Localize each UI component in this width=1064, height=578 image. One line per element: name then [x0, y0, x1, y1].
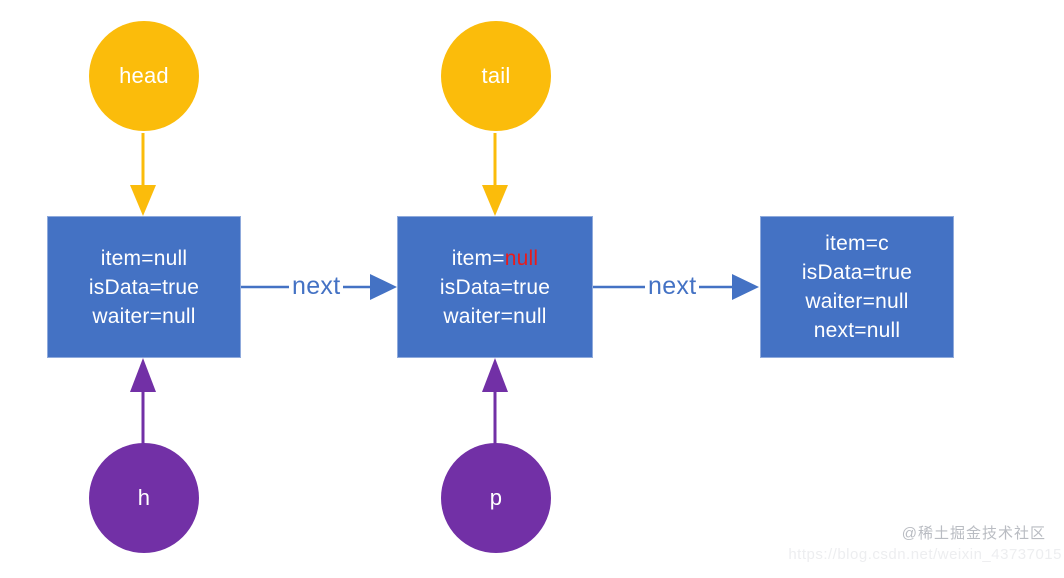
node-3-line-3: waiter=null: [805, 290, 909, 313]
node-3-line-4: next=null: [813, 319, 901, 342]
pointer-arrow-p: [482, 358, 508, 455]
pointer-circle-h-label: h: [137, 485, 151, 510]
node-2-line-2: isData=true: [439, 275, 551, 299]
node-2-line-1: item=null: [451, 246, 539, 270]
edge-label-next-1: next: [289, 274, 344, 299]
pointer-circle-tail-label: tail: [481, 63, 511, 88]
node-1-line-1: item=null: [100, 246, 188, 270]
node-box-2[interactable]: item=null isData=true waiter=null: [397, 216, 593, 358]
node-3-line-2: isData=true: [801, 261, 913, 284]
pointer-arrow-h: [130, 358, 156, 455]
node-3-line-1: item=c: [825, 232, 889, 255]
edge-label-next-2: next: [645, 274, 700, 299]
node-box-1[interactable]: item=null isData=true waiter=null: [47, 216, 241, 358]
pointer-circle-h[interactable]: h: [89, 443, 199, 553]
node-2-line-3: waiter=null: [443, 304, 547, 328]
pointer-arrow-head: [130, 133, 156, 216]
pointer-circle-tail[interactable]: tail: [441, 21, 551, 131]
node-box-3[interactable]: item=c isData=true waiter=null next=null: [760, 216, 954, 358]
node-1-line-2: isData=true: [88, 275, 200, 299]
watermark-url: https://blog.csdn.net/weixin_43737015: [788, 546, 1062, 563]
pointer-circle-p-label: p: [489, 485, 503, 510]
watermark-brand: @稀土掘金技术社区: [901, 525, 1046, 542]
node-1-line-3: waiter=null: [92, 304, 196, 328]
pointer-circle-head-label: head: [119, 63, 169, 88]
node-2-item-value-highlight: null: [504, 246, 539, 270]
pointer-circle-p[interactable]: p: [441, 443, 551, 553]
pointer-circle-head[interactable]: head: [89, 21, 199, 131]
pointer-arrow-tail: [482, 133, 508, 216]
